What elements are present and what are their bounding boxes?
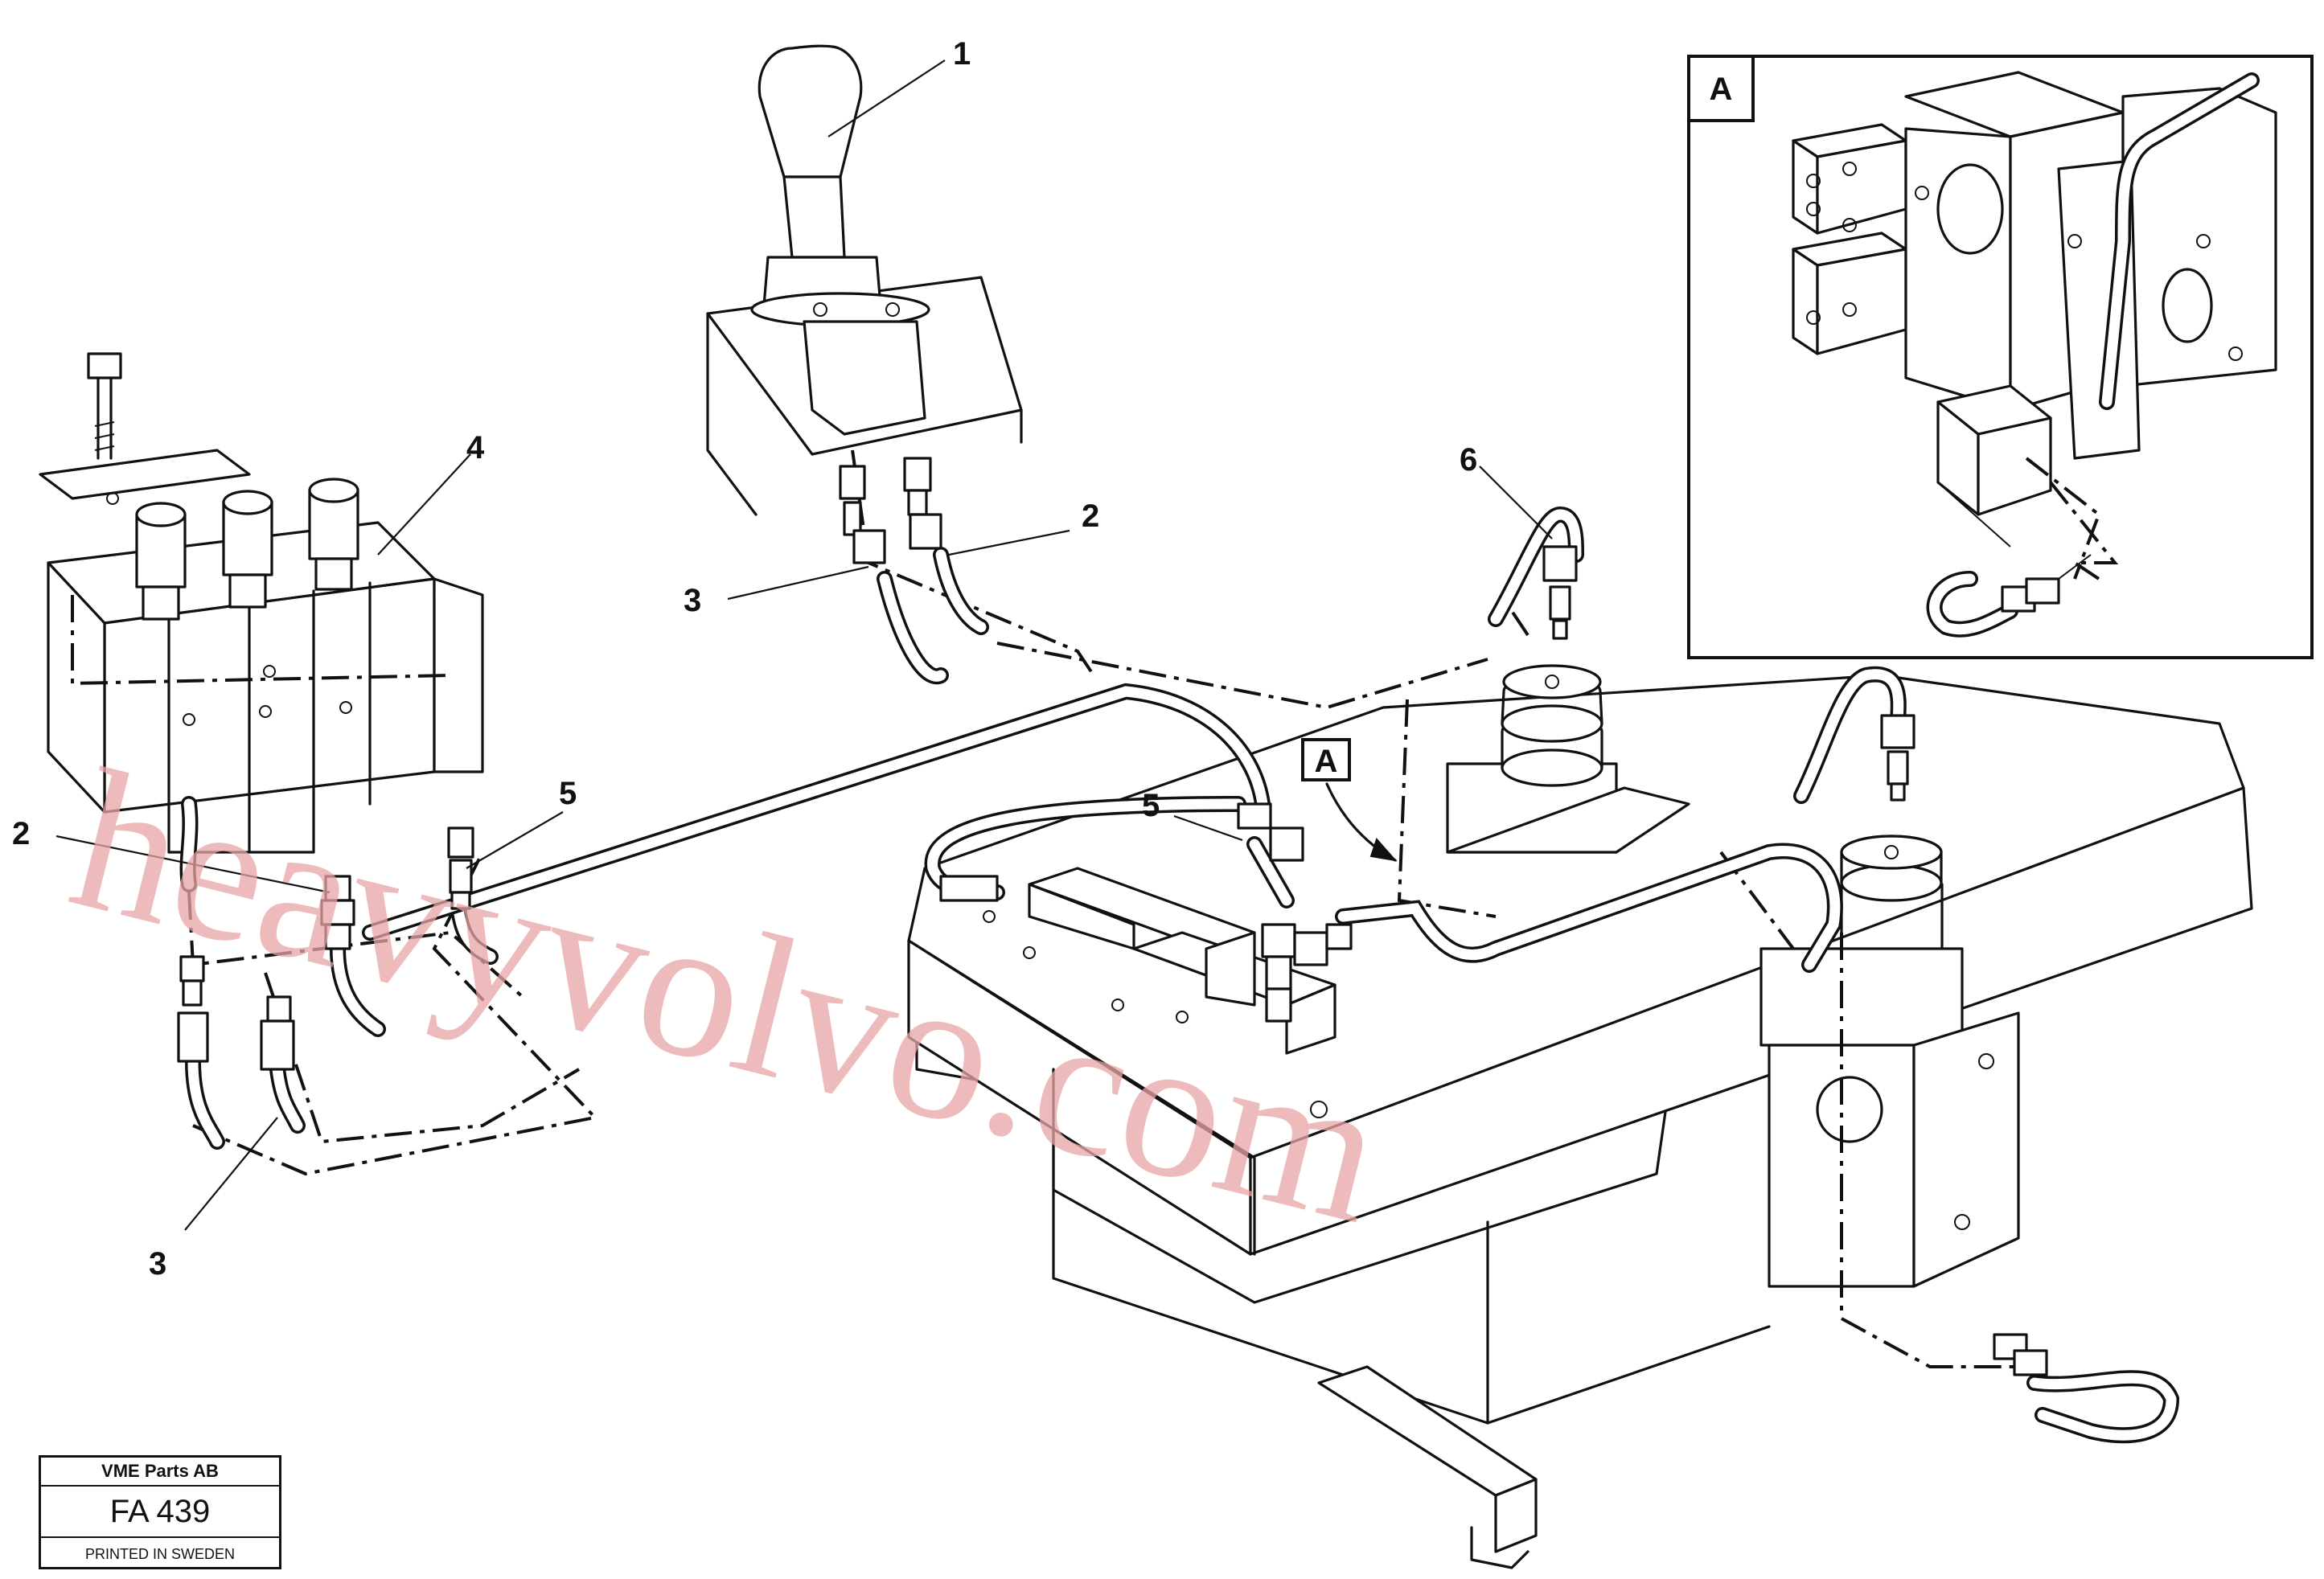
callout-5-center: 5: [1142, 788, 1160, 823]
view-marker-a: A: [1301, 738, 1398, 862]
callout-5-left: 5: [559, 776, 577, 811]
valve-bank-4: [39, 352, 484, 854]
cartridge-left: [135, 502, 187, 621]
title-block-drawing-number: FA 439: [41, 1487, 279, 1538]
fitting-5-center: [1237, 802, 1353, 1023]
fitting-block-side: [939, 875, 999, 902]
solenoid-center: [1446, 664, 1690, 854]
fitting-joystick-right: [903, 457, 942, 550]
callout-4: 4: [466, 430, 485, 465]
fitting-5-left: [447, 826, 474, 910]
joystick: [706, 44, 1023, 516]
callout-2-joystick: 2: [1082, 498, 1099, 534]
callout-2-left: 2: [12, 816, 30, 851]
fitting-6: [1542, 545, 1578, 640]
title-block: VME Parts AB FA 439 PRINTED IN SWEDEN: [39, 1455, 281, 1569]
fittings: [177, 457, 2048, 1376]
fitting-joystick-left: [839, 465, 886, 564]
bolt: [87, 352, 122, 460]
title-block-company: VME Parts AB: [41, 1458, 279, 1487]
fitting-2-left: [320, 875, 355, 950]
fitting-3-left-a: [177, 955, 209, 1063]
cartridge-mid: [222, 490, 273, 609]
inset-a-label: A: [1710, 72, 1733, 107]
fitting-right-upper: [1880, 714, 1915, 802]
cartridge-right: [308, 478, 359, 591]
callout-3-left: 3: [149, 1246, 166, 1282]
leader-lines: [55, 59, 1553, 1231]
view-marker-label: A: [1315, 744, 1338, 779]
callout-3-joystick: 3: [684, 583, 701, 618]
inset-a: A: [1687, 55, 2314, 659]
callout-6: 6: [1460, 442, 1477, 478]
callout-1: 1: [953, 36, 971, 72]
callout-numbers: 1 2 2 3 3 4 5 5 6: [12, 36, 1477, 1282]
title-block-printed: PRINTED IN SWEDEN: [84, 1546, 235, 1562]
fitting-3-left-b: [260, 995, 295, 1071]
fitting-bottom-right: [1993, 1333, 2048, 1376]
